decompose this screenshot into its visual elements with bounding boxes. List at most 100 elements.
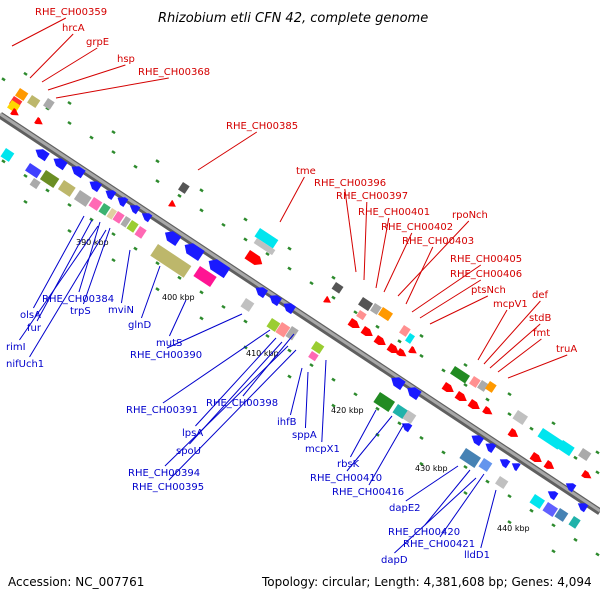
track-dot — [419, 461, 424, 466]
gene-label[interactable]: RHE_CH00359 — [35, 7, 107, 18]
gene-label[interactable]: RHE_CH00410 — [310, 473, 382, 484]
gene-label[interactable]: RHE_CH00396 — [314, 178, 386, 189]
gene-label[interactable]: mcpV1 — [493, 299, 528, 310]
track-dot — [551, 523, 556, 528]
gene-block — [106, 208, 118, 220]
gene-arrow — [10, 108, 19, 116]
track-dot — [397, 421, 402, 426]
gene-label[interactable]: mutS — [156, 338, 182, 349]
gene-label[interactable]: fur — [27, 323, 42, 334]
gene-label[interactable]: RHE_CH00402 — [381, 222, 453, 233]
track-dot — [287, 348, 292, 353]
gene-block — [399, 325, 411, 337]
gene-label[interactable]: mviN — [108, 305, 134, 316]
gene-block — [254, 227, 279, 249]
track-dot — [397, 339, 402, 344]
track-dot — [463, 362, 468, 368]
gene-label[interactable]: ptsNch — [471, 285, 506, 296]
gene-label[interactable]: RHE_CH00368 — [138, 67, 210, 78]
track-dot — [265, 333, 270, 339]
gene-label[interactable]: RHE_CH00394 — [128, 468, 200, 479]
track-dot — [485, 397, 490, 402]
gene-label[interactable]: rpoNch — [452, 210, 488, 221]
gene-label[interactable]: RHE_CH00406 — [450, 269, 522, 280]
gene-block — [275, 322, 291, 338]
gene-label[interactable]: dapE2 — [389, 503, 421, 514]
gene-block — [469, 376, 481, 388]
gene-label[interactable]: def — [532, 290, 549, 301]
gene-label[interactable]: spoU — [176, 446, 201, 457]
gene-label[interactable]: RHE_CH00405 — [450, 254, 522, 265]
gene-arrow — [347, 318, 360, 328]
gene-block — [537, 428, 564, 450]
gene-arrow — [168, 200, 176, 207]
label-leader — [164, 345, 289, 467]
label-leader — [346, 415, 393, 472]
gene-label[interactable]: tme — [296, 166, 316, 177]
label-leader — [19, 225, 99, 341]
gene-label[interactable]: RHE_CH00401 — [358, 207, 430, 218]
gene-label[interactable]: nifUch1 — [6, 359, 44, 370]
track-dot — [551, 549, 556, 554]
gene-label[interactable]: sppA — [292, 430, 317, 441]
gene-label[interactable]: fmt — [533, 328, 550, 339]
gene-label[interactable]: RHE_CH00391 — [126, 405, 198, 416]
gene-block — [568, 516, 581, 529]
gene-block — [253, 237, 276, 256]
gene-block — [373, 391, 396, 412]
gene-label[interactable]: lldD1 — [464, 550, 490, 561]
gene-label[interactable]: RHE_CH00421 — [403, 539, 475, 550]
track-dot — [573, 537, 578, 542]
gene-block — [459, 447, 482, 468]
gene-label[interactable]: rimI — [6, 342, 26, 353]
gene-label[interactable]: truA — [556, 344, 577, 355]
gene-block — [193, 266, 217, 288]
gene-label[interactable]: ihfB — [277, 417, 297, 428]
gene-block — [7, 100, 21, 114]
track-dot — [23, 173, 28, 178]
gene-label[interactable]: RHE_CH00416 — [332, 487, 404, 498]
track-dot — [353, 392, 358, 397]
gene-label[interactable]: RHE_CH00395 — [132, 482, 204, 493]
track-dot — [133, 164, 138, 169]
label-leader — [394, 477, 477, 554]
gene-block — [358, 297, 374, 312]
track-dot — [287, 374, 292, 379]
gene-label[interactable]: RHE_CH00384 — [42, 294, 114, 305]
gene-arrow — [565, 483, 577, 493]
track-dot — [507, 520, 512, 525]
gene-block — [311, 340, 325, 355]
gene-label[interactable]: RHE_CH00420 — [388, 527, 460, 538]
track-dot — [595, 552, 600, 557]
gene-label[interactable]: RHE_CH00398 — [206, 398, 278, 409]
scale-label: 430 kbp — [415, 464, 448, 473]
gene-label[interactable]: mcpX1 — [305, 444, 340, 455]
gene-arrow — [408, 346, 417, 354]
gene-label[interactable]: hrcA — [62, 23, 85, 34]
gene-label[interactable]: trpS — [70, 306, 91, 317]
gene-label[interactable]: glnD — [128, 320, 151, 331]
gene-label[interactable]: olsA — [20, 310, 41, 321]
gene-label[interactable]: RHE_CH00390 — [130, 350, 202, 361]
gene-label[interactable]: dapD — [381, 555, 408, 566]
gene-block — [126, 220, 139, 233]
label-leader — [29, 33, 74, 79]
label-leader — [168, 349, 297, 481]
label-leader — [140, 265, 161, 319]
track-dot — [199, 208, 204, 213]
gene-label[interactable]: RHE_CH00403 — [402, 236, 474, 247]
gene-arrow — [255, 287, 269, 299]
label-leader — [33, 215, 85, 309]
gene-label[interactable]: grpE — [86, 37, 109, 48]
gene-label[interactable]: lpsA — [182, 428, 203, 439]
gene-label[interactable]: RHE_CH00385 — [226, 121, 298, 132]
track-dot — [419, 435, 424, 440]
gene-block — [150, 244, 192, 278]
scale-label: 440 kbp — [497, 524, 530, 533]
gene-label[interactable]: RHE_CH00397 — [336, 191, 408, 202]
label-leader — [411, 264, 482, 313]
gene-arrow — [577, 503, 589, 513]
gene-label[interactable]: stdB — [529, 313, 551, 324]
gene-label[interactable]: hsp — [117, 54, 135, 65]
gene-label[interactable]: rbsK — [337, 459, 360, 470]
